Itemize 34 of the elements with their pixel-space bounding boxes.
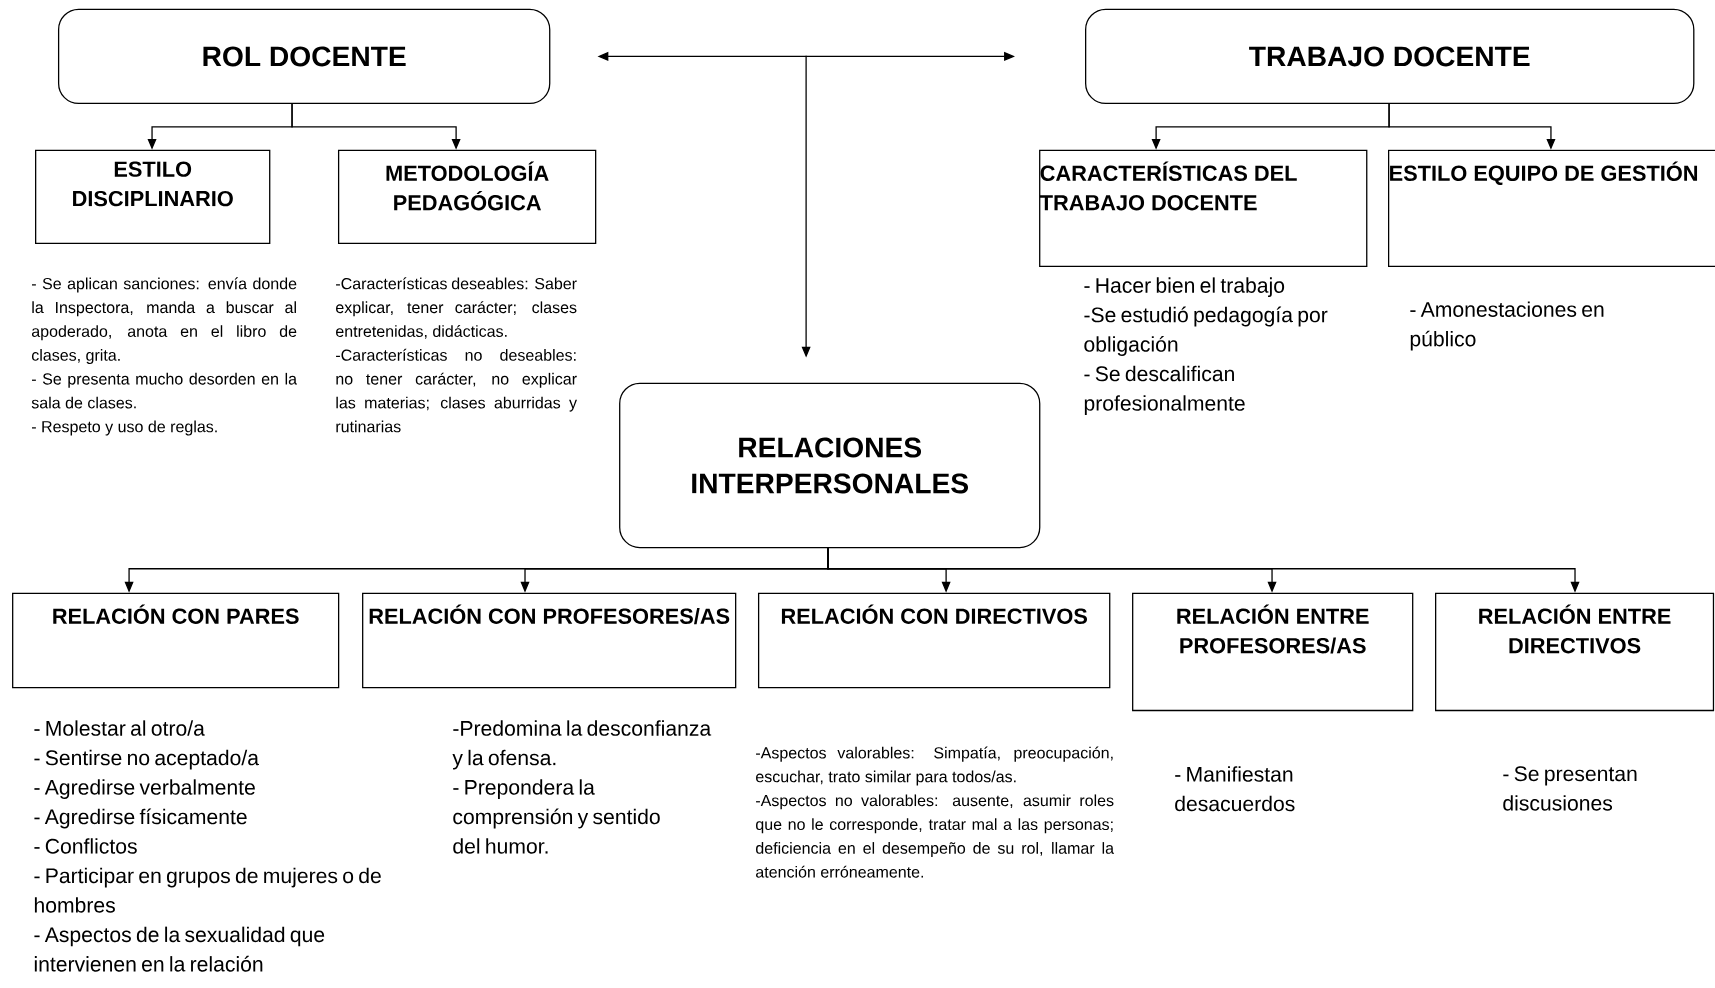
title-box: TRABAJO DOCENTE xyxy=(1085,8,1695,105)
category-box: RELACIÓN CON DIRECTIVOS xyxy=(758,593,1111,689)
category-box: RELACIÓN CON PARES xyxy=(12,593,340,689)
list-item: -Características deseables: Saber explicar, tener carácter; clases entretenidas, didácticas. xyxy=(336,277,577,340)
list-item: - Aspectos de la sexualidad que intervienen en la relación xyxy=(34,926,325,972)
list-item: -Características no deseables: no tener carácter, no explicar las materias; clases aburridas y rutinarias xyxy=(336,349,577,433)
category-box: RELACIÓN CON PROFESORES/AS xyxy=(362,593,737,689)
category-box: RELACIÓN ENTRE PROFESORES/AS xyxy=(1132,593,1414,712)
list-item: -Predomina la desconfianza y la ofensa. xyxy=(452,720,712,770)
list-item: - Se presenta mucho desorden en la sala de clases. xyxy=(31,373,297,409)
list-item: - Agredirse físicamente xyxy=(34,808,247,829)
list-item: - Manifiestan desacuerdos xyxy=(1175,766,1295,812)
list-item: - Amonestaciones en público xyxy=(1410,301,1604,351)
list-item: - Sentirse no aceptado/a xyxy=(34,750,259,770)
list-item: - Prepondera la comprensión y sentido del humor. xyxy=(453,779,660,854)
list-item: - Agredirse verbalmente xyxy=(34,779,255,800)
category-box: RELACIÓN ENTRE DIRECTIVOS xyxy=(1435,593,1715,712)
list-item: -Aspectos no valorables: ausente, asumir roles que no le corresponde, tratar mal a las personas; deficiencia en el desempeño de su rol, llamar la atención erróneamente. xyxy=(756,794,1114,878)
list-item: -Se estudió pedagogía por obligación xyxy=(1084,306,1328,357)
list-item: - Participar en grupos de mujeres o de hombres xyxy=(34,867,381,913)
title-box: RELACIONES INTERPERSONALES xyxy=(619,383,1041,549)
category-box: CARACTERÍSTICAS DEL TRABAJO DOCENTE xyxy=(1039,150,1368,268)
list-item: - Molestar al otro/a xyxy=(34,720,205,736)
list-item: - Se descalifican profesionalmente xyxy=(1084,365,1245,416)
list-item: - Hacer bien el trabajo xyxy=(1084,277,1285,298)
list-item: - Se aplican sanciones: envía donde la Inspectora, manda a buscar al apoderado, anota en el libro de clases, grita. xyxy=(31,277,297,365)
list-item: - Respeto y uso de reglas. xyxy=(32,420,217,436)
category-box: ESTILO DISCIPLINARIO xyxy=(35,150,271,245)
category-box: ESTILO EQUIPO DE GESTIÓN xyxy=(1387,150,1715,268)
title-box: ROL DOCENTE xyxy=(58,8,551,105)
list-item: -Aspectos valorables: Simpatía, preocupación, escuchar, trato similar para todos/as. xyxy=(756,746,1113,786)
list-item: - Se presentan discusiones xyxy=(1503,766,1637,811)
category-box: METODOLOGÍA PEDAGÓGICA xyxy=(338,150,597,245)
list-item: - Conflictos xyxy=(34,838,137,854)
